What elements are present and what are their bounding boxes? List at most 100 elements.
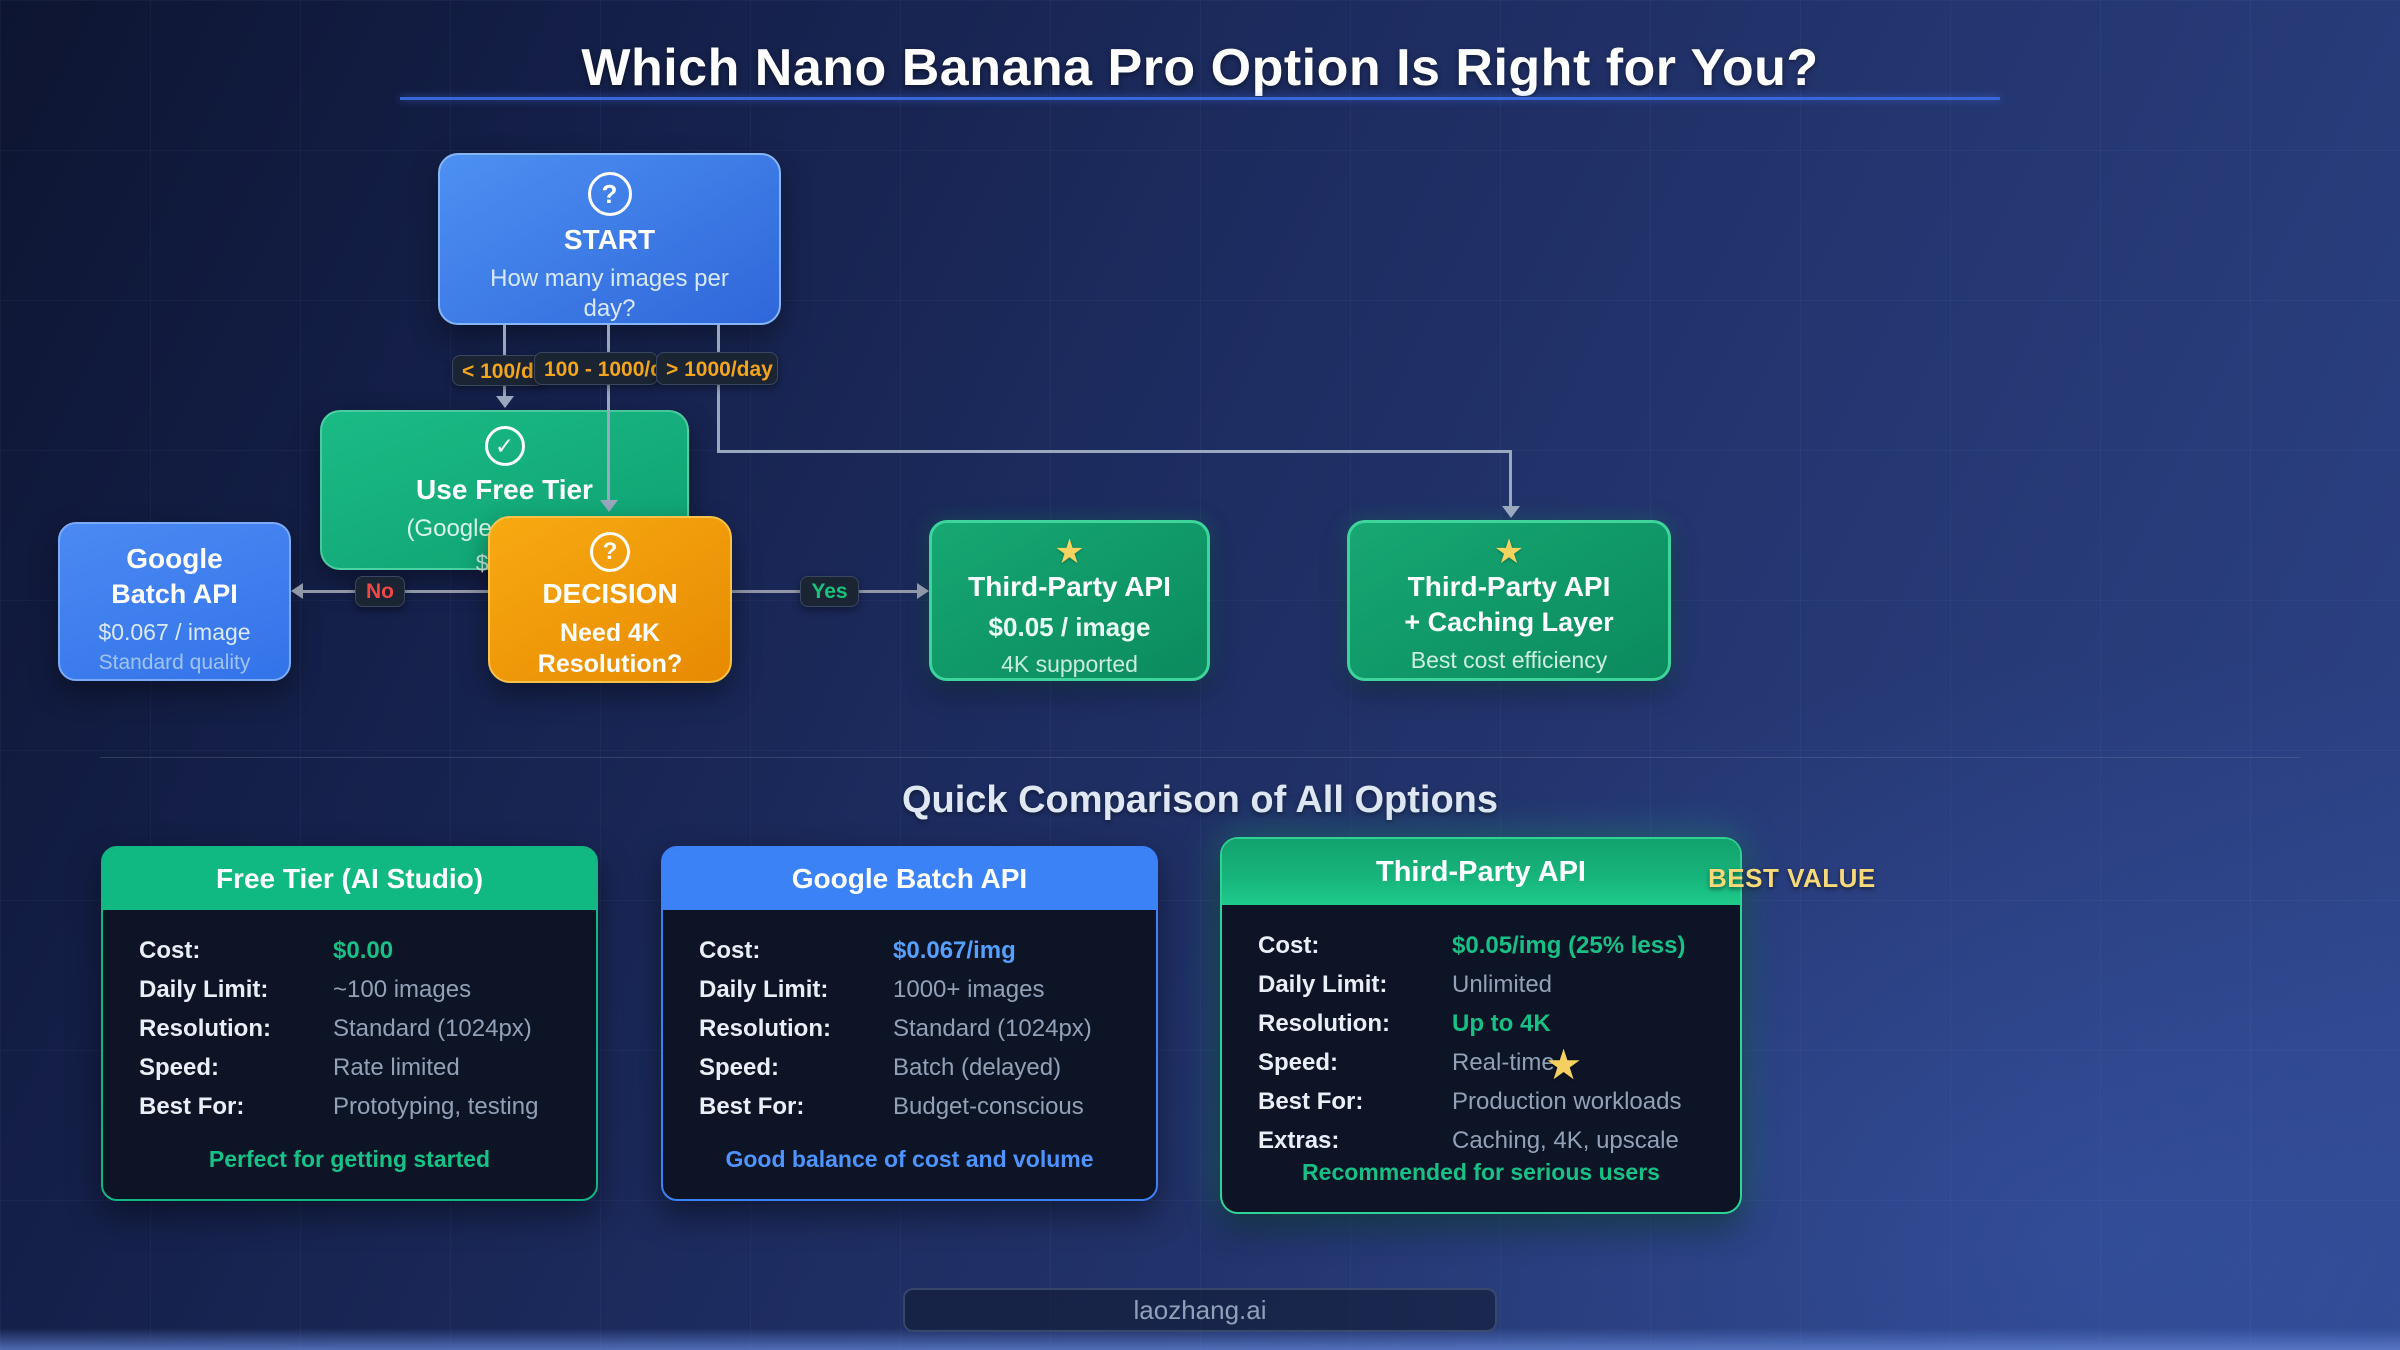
row-value: Batch (delayed): [893, 1053, 1062, 1081]
table-row: Daily Limit: ~100 images: [139, 970, 560, 1009]
arrowhead-right-icon: [917, 583, 929, 599]
table-row: Cost: $0.067/img: [699, 931, 1120, 970]
comparison-card-third-party: Third-Party API Cost: $0.05/img (25% les…: [1220, 837, 1742, 1214]
start-node-title: START: [563, 224, 656, 255]
third-party-api-node: Third-Party API $0.05 / image 4K support…: [929, 520, 1210, 681]
third-party-node-title: Third-Party API: [968, 571, 1171, 602]
arrowhead-down-icon: [496, 396, 514, 408]
row-value: ~100 images: [333, 975, 472, 1003]
table-row: Resolution: Up to 4K: [1258, 1004, 1704, 1043]
caching-node-title-line1: Third-Party API: [1407, 571, 1611, 602]
batch-api-node-title-line1: Google: [126, 543, 223, 574]
branch-label-100-1000: 100 - 1000/day: [534, 352, 658, 385]
arrowhead-down-icon: [600, 500, 618, 512]
card-footer-note: Perfect for getting started: [208, 1146, 491, 1172]
row-label: Resolution:: [1258, 1009, 1390, 1037]
row-value: Budget-conscious: [893, 1092, 1084, 1120]
decision-node-title: DECISION: [542, 578, 678, 609]
decision-node: DECISION Need 4K Resolution?: [488, 516, 732, 683]
bottom-glow: [0, 1328, 2400, 1350]
row-value: Rate limited: [333, 1053, 460, 1081]
page-title: Which Nano Banana Pro Option Is Right fo…: [581, 39, 1819, 97]
third-party-node-note: 4K supported: [1001, 651, 1138, 677]
star-icon: [1350, 535, 1668, 569]
table-row: Speed: Real-time: [1258, 1043, 1704, 1082]
edge-start-to-caching-drop: [1509, 450, 1512, 508]
third-party-node-price: $0.05 / image: [988, 612, 1151, 642]
caching-node-title-line2: + Caching Layer: [1404, 607, 1614, 637]
free-tier-node-title: Use Free Tier: [416, 474, 593, 505]
card-header: Free Tier (AI Studio): [103, 848, 596, 910]
row-label: Best For:: [1258, 1087, 1364, 1115]
title-underline: [400, 97, 2000, 100]
section-divider: [100, 757, 2300, 758]
site-watermark: laozhang.ai: [903, 1288, 1497, 1332]
batch-api-node-title-line2: Batch API: [111, 579, 238, 609]
row-value: Real-time: [1452, 1048, 1555, 1076]
card-footer-note: Recommended for serious users: [1302, 1159, 1660, 1185]
arrowhead-down-icon: [1502, 506, 1520, 518]
row-label: Daily Limit:: [1258, 970, 1388, 998]
table-row: Speed: Batch (delayed): [699, 1048, 1120, 1087]
row-label: Cost:: [139, 936, 201, 964]
table-row: Cost: $0.00: [139, 931, 560, 970]
row-value: Unlimited: [1452, 970, 1553, 998]
card-header: Third-Party API: [1222, 839, 1740, 905]
row-value: Up to 4K: [1452, 1009, 1551, 1037]
start-node: START How many images per day?: [438, 153, 781, 325]
best-value-badge: BEST VALUE: [1708, 863, 1876, 893]
row-value: 1000+ images: [893, 975, 1045, 1003]
edge-label-yes: Yes: [800, 576, 859, 607]
row-label: Cost:: [699, 936, 761, 964]
card-footer-note: Good balance of cost and volume: [725, 1146, 1094, 1172]
card-rows: Cost: $0.05/img (25% less) Daily Limit: …: [1222, 905, 1740, 1160]
row-label: Daily Limit:: [139, 975, 269, 1003]
row-value: $0.00: [333, 936, 394, 964]
decision-node-subtitle: Need 4K Resolution?: [537, 619, 683, 679]
section-title: Quick Comparison of All Options: [901, 779, 1499, 821]
table-row: Best For: Budget-conscious: [699, 1087, 1120, 1126]
batch-api-node-price: $0.067 / image: [98, 619, 251, 645]
branch-label-under-100: < 100/day: [452, 355, 544, 386]
branch-label-over-1000: > 1000/day: [656, 352, 778, 385]
row-label: Best For:: [699, 1092, 805, 1120]
question-circle-icon: [587, 172, 632, 216]
table-row: Best For: Prototyping, testing: [139, 1087, 560, 1126]
table-row: Best For: Production workloads: [1258, 1082, 1704, 1121]
arrowhead-left-icon: [291, 583, 303, 599]
check-circle-icon: [484, 426, 525, 466]
row-value: $0.05/img (25% less): [1452, 931, 1686, 959]
table-row: Daily Limit: 1000+ images: [699, 970, 1120, 1009]
edge-start-to-caching-vertical: [717, 325, 720, 452]
row-value: Caching, 4K, upscale: [1452, 1126, 1679, 1154]
row-label: Speed:: [699, 1053, 780, 1081]
caching-node-note: Best cost efficiency: [1410, 647, 1608, 673]
third-party-caching-node: Third-Party API + Caching Layer Best cos…: [1347, 520, 1671, 681]
table-row: Cost: $0.05/img (25% less): [1258, 926, 1704, 965]
table-row: Daily Limit: Unlimited: [1258, 965, 1704, 1004]
star-icon: [932, 535, 1207, 569]
row-value: Production workloads: [1452, 1087, 1682, 1115]
batch-api-node: Google Batch API $0.067 / image Standard…: [58, 522, 291, 681]
edge-start-to-caching-horizontal: [717, 450, 1511, 453]
comparison-card-batch-api: Google Batch API Cost: $0.067/img Daily …: [661, 846, 1158, 1201]
edge-start-to-decision: [607, 325, 610, 501]
table-row: Resolution: Standard (1024px): [139, 1009, 560, 1048]
question-circle-icon: [590, 532, 630, 572]
batch-api-node-note: Standard quality: [98, 651, 251, 674]
table-row: Resolution: Standard (1024px): [699, 1009, 1120, 1048]
card-rows: Cost: $0.067/img Daily Limit: 1000+ imag…: [663, 910, 1156, 1126]
row-label: Extras:: [1258, 1126, 1340, 1154]
comparison-card-free-tier: Free Tier (AI Studio) Cost: $0.00 Daily …: [101, 846, 598, 1201]
row-label: Resolution:: [699, 1014, 831, 1042]
card-rows: Cost: $0.00 Daily Limit: ~100 images Res…: [103, 910, 596, 1126]
edge-label-no: No: [355, 576, 405, 607]
row-label: Speed:: [139, 1053, 220, 1081]
row-label: Best For:: [139, 1092, 245, 1120]
row-value: Standard (1024px): [893, 1014, 1092, 1042]
row-value: Standard (1024px): [333, 1014, 532, 1042]
row-value: Prototyping, testing: [333, 1092, 539, 1120]
row-value: $0.067/img: [893, 936, 1016, 964]
table-row: Speed: Rate limited: [139, 1048, 560, 1087]
